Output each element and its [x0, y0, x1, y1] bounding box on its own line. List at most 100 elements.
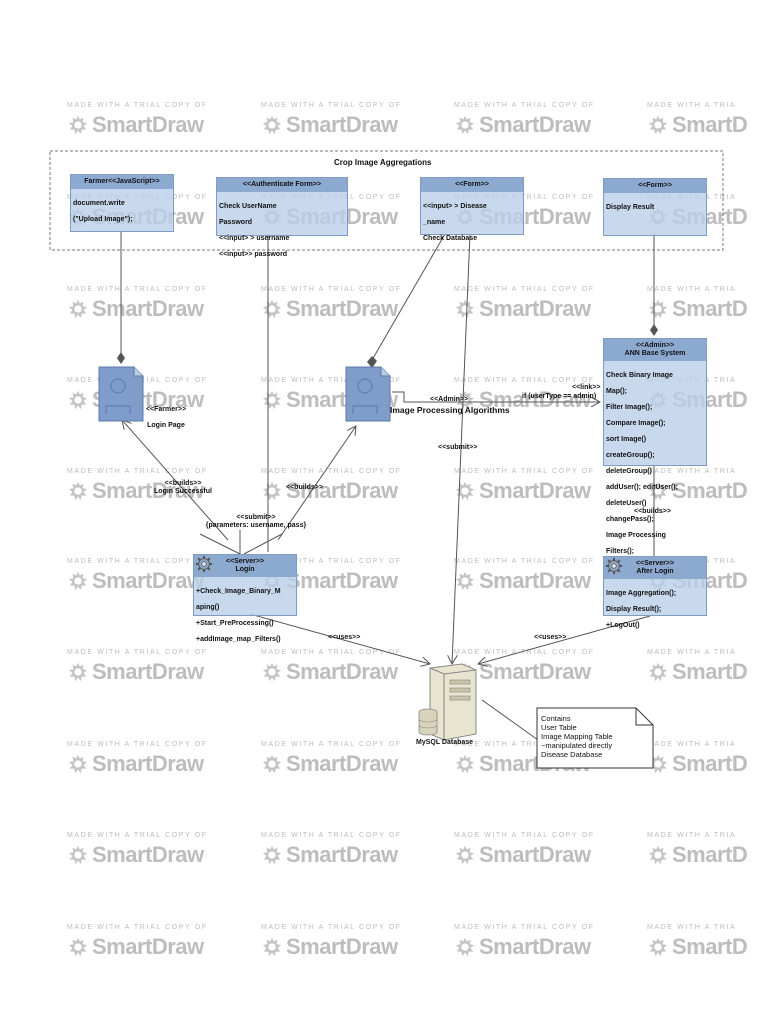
watermark-tile: MADE WITH A TRIAL COPY OF SmartDraw [261, 468, 441, 516]
box-line: Image Aggregation(); [606, 590, 677, 597]
watermark-brand: SmartDraw [92, 478, 204, 503]
note-line: Disease Database [541, 750, 603, 759]
box-line: Display Result [606, 204, 655, 211]
watermark-brand: SmartDraw [286, 112, 398, 137]
box-line: _name [423, 219, 446, 226]
smartdraw-logo-icon [68, 937, 88, 957]
watermark-brand: SmartDraw [479, 112, 591, 137]
farmer-javascript-box[interactable]: Farmer<<JavaScript>> document.write ("Up… [70, 174, 174, 232]
watermark-logo: SmartDraw [454, 842, 634, 868]
display-diamond [650, 324, 658, 336]
watermark-caption: MADE WITH A TRIAL COPY OF [67, 286, 208, 293]
watermark-caption: MADE WITH A TRIAL COPY OF [261, 649, 402, 656]
link-line [392, 391, 600, 402]
watermark-caption: MADE WITH A TRIAL COPY OF [261, 832, 402, 839]
box-line: Check Binary Image [606, 372, 673, 379]
smartdraw-logo-icon [455, 754, 475, 774]
box-line: Check UserName [219, 203, 277, 210]
box-line: sort Image() [606, 436, 647, 443]
note-line: User Table [541, 723, 577, 732]
watermark-caption: MADE WITH A TRIA [647, 468, 737, 475]
note-line: ~manipulated directly [541, 741, 613, 750]
watermark-logo: SmartDraw [261, 478, 441, 504]
box-line: Map(); [606, 388, 627, 395]
note-anchor-line [481, 699, 539, 741]
box-line: addUser(); editUser(); [606, 484, 678, 491]
smartdraw-logo-icon [455, 481, 475, 501]
watermark-logo: SmartDraw [454, 112, 634, 138]
page-icon[interactable] [345, 366, 391, 422]
watermark-caption: MADE WITH A TRIAL COPY OF [67, 649, 208, 656]
watermark-brand: SmartDraw [92, 842, 204, 867]
box-line: <<input>> password [219, 251, 288, 258]
frame-border [49, 150, 724, 251]
smartdraw-logo-icon [68, 481, 88, 501]
watermark-tile: MADE WITH A TRIAL COPY OF SmartDraw [67, 286, 247, 334]
watermark-caption: MADE WITH A TRIAL COPY OF [261, 102, 402, 109]
smartdraw-logo-icon [68, 115, 88, 135]
watermark-logo: SmartD [647, 659, 768, 685]
display-form-box[interactable]: <<Form>> Display Result [603, 178, 707, 236]
watermark-caption: MADE WITH A TRIAL COPY OF [67, 741, 208, 748]
header-line: <<Server>> [225, 558, 265, 565]
smartdraw-logo-icon [68, 754, 88, 774]
display-form-body: Display Result [604, 193, 706, 222]
authenticate-form-box[interactable]: <<Authenticate Form>> Check UserName Pas… [216, 177, 348, 258]
database-label: MySQL Database [416, 739, 474, 746]
watermark-tile: MADE WITH A TRIAL COPY OF SmartDraw [261, 102, 441, 150]
watermark-caption: MADE WITH A TRIAL COPY OF [261, 377, 402, 384]
watermark-caption: MADE WITH A TRIAL COPY OF [67, 102, 208, 109]
database-note: Contains User Table Image Mapping Table … [537, 710, 655, 763]
box-line: createGroup(); [606, 452, 655, 459]
submit-db-label: <<submit>> [438, 444, 478, 451]
watermark-caption: MADE WITH A TRIAL COPY OF [67, 924, 208, 931]
watermark-logo: SmartDraw [454, 934, 634, 960]
submit-params-label: <<submit>> {parameters: username, pass} [205, 514, 307, 529]
watermark-caption: MADE WITH A TRIAL COPY OF [261, 468, 402, 475]
page-icon[interactable] [98, 366, 144, 422]
box-line: Image Processing [606, 532, 666, 539]
box-line: deleteUser() [606, 500, 647, 507]
watermark-logo: SmartDraw [67, 296, 247, 322]
uses-left-label: <<uses>> [328, 634, 361, 641]
database-server-icon[interactable] [418, 662, 480, 742]
disease-form-header: <<Form>> [421, 178, 523, 192]
server-after-login-box[interactable]: <<Server>> After Login Image Aggregation… [603, 556, 707, 629]
smartdraw-logo-icon [68, 571, 88, 591]
submit-fan-3 [243, 533, 283, 555]
watermark-logo: SmartDraw [261, 934, 441, 960]
server-login-box[interactable]: <<Server>> Login +Check_Image_Binary_M a… [193, 554, 297, 643]
smartdraw-logo-icon [262, 937, 282, 957]
watermark-brand: SmartD [672, 751, 748, 776]
watermark-logo: SmartDraw [67, 112, 247, 138]
authenticate-form-body: Check UserName Password <<input> > usern… [217, 192, 347, 269]
watermark-logo: SmartD [647, 934, 768, 960]
admin-ann-box[interactable]: <<Admin>> ANN Base System Check Binary I… [603, 338, 707, 555]
builds-login-line [122, 420, 229, 541]
watermark-caption: MADE WITH A TRIAL COPY OF [261, 741, 402, 748]
disease-form-box[interactable]: <<Form>> <<input> > Disease _name Check … [420, 177, 524, 242]
watermark-brand: SmartDraw [92, 659, 204, 684]
frame-title: Crop Image Aggregations [334, 158, 432, 167]
watermark-brand: SmartDraw [286, 478, 398, 503]
smartdraw-logo-icon [455, 845, 475, 865]
box-line: +LogOut() [606, 622, 640, 629]
watermark-brand: SmartDraw [286, 659, 398, 684]
smartdraw-logo-icon [648, 937, 668, 957]
header-line: Login [235, 566, 255, 573]
watermark-caption: MADE WITH A TRIA [647, 832, 737, 839]
smartdraw-logo-icon [648, 115, 668, 135]
watermark-brand: SmartDraw [479, 568, 591, 593]
disease-diamond [367, 356, 377, 368]
